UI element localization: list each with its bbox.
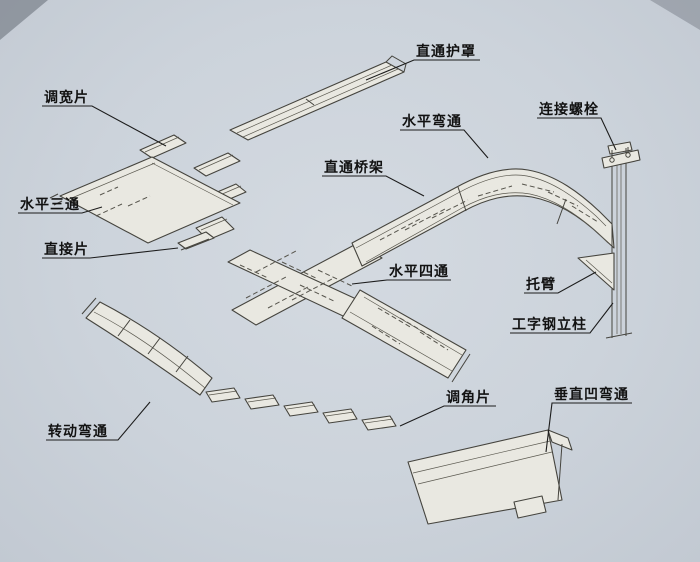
part-connecting-bolt [601, 147, 641, 169]
part-bracket-arm [577, 252, 615, 291]
labels: 直通护罩 调宽片 水平三通 直接片 水平弯通 直通桥架 连接螺栓 水平四通 托臂… [20, 43, 629, 439]
corner-shadow [0, 0, 48, 40]
label-horizontal-cross: 水平四通 [389, 263, 449, 279]
leader-line [545, 402, 632, 453]
label-horizontal-elbow: 水平弯通 [402, 113, 462, 129]
leader-line [524, 271, 597, 294]
label-horizontal-tee: 水平三通 [20, 196, 80, 212]
part-straight-through-cover [229, 55, 407, 141]
label-connector-piece: 直接片 [44, 241, 89, 257]
label-straight-through-cover: 直通护罩 [416, 43, 476, 59]
label-rotating-elbow: 转动弯通 [48, 423, 108, 439]
leader-line [322, 175, 425, 197]
label-bracket-arm: 托臂 [526, 276, 556, 292]
leader-line [42, 247, 179, 259]
label-angle-adjust-piece: 调角片 [446, 389, 491, 405]
label-i-beam-column: 工字钢立柱 [512, 316, 587, 332]
label-vertical-concave-elbow: 垂直凹弯通 [554, 386, 629, 402]
label-connecting-bolt: 连接螺栓 [539, 101, 599, 117]
part-straight-tray-and-elbow [351, 168, 615, 267]
leader-lines [18, 59, 632, 453]
part-rotating-elbow [81, 297, 213, 396]
corner-shadow [650, 0, 700, 30]
leader-line [351, 279, 451, 285]
part-branch-tray [341, 289, 471, 383]
leader-line [18, 206, 103, 214]
part-connector-piece [177, 231, 215, 251]
leader-line [399, 405, 496, 427]
leader-line [42, 105, 167, 147]
label-width-adjust-piece: 调宽片 [44, 89, 89, 105]
part-horizontal-cross [227, 242, 383, 326]
leader-line [46, 401, 151, 441]
label-straight-through-tray: 直通桥架 [324, 159, 384, 175]
leader-line [365, 59, 480, 81]
leader-line [537, 117, 617, 151]
leader-line [510, 302, 614, 334]
part-angle-adjust-chain [205, 387, 397, 431]
part-vertical-concave-elbow [407, 429, 573, 525]
part-horizontal-tee [49, 156, 241, 244]
leader-line [400, 129, 489, 159]
